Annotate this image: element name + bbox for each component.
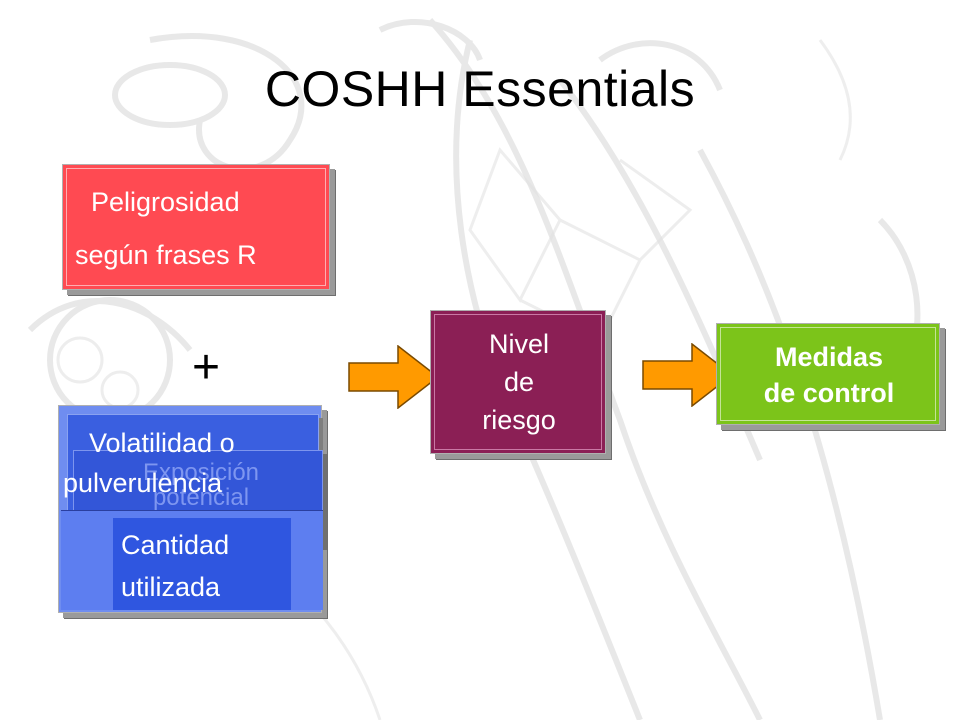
hazard-box-border: [66, 168, 326, 286]
control-label-line2: de control: [763, 378, 895, 408]
quantity-panel-inner: [113, 518, 291, 610]
risk-box-border: [434, 314, 602, 450]
quantity-label-line2: utilizada: [121, 572, 221, 602]
control-box-border: [720, 327, 936, 421]
arrow-to-control-icon: [642, 343, 734, 407]
control-measures-box: Medidas de control: [716, 323, 940, 425]
risk-label-line3: riesgo: [482, 405, 556, 435]
exposure-hidden-line2: potencial: [152, 484, 250, 512]
hazard-box: Peligrosidad según frases R: [62, 164, 330, 290]
quantity-label-line1: Cantidad: [121, 530, 230, 560]
exposure-hidden-label: Exposición potencial: [111, 459, 291, 512]
page-title: COSHH Essentials: [264, 61, 696, 117]
hazard-label-line1: Peligrosidad: [91, 187, 240, 217]
risk-label-line1: Nivel: [488, 329, 549, 359]
exposure-hidden-line1: Exposición: [142, 459, 260, 486]
risk-label-line2: de: [503, 367, 535, 397]
volatility-label-line1: Volatilidad o: [89, 428, 235, 458]
exposure-box: Exposición potencial Volatilidad o pulve…: [58, 405, 323, 613]
plus-sign: +: [192, 341, 221, 394]
volatility-label-line2: pulverulencia: [63, 468, 223, 498]
arrow-to-risk-icon: [348, 345, 440, 409]
hazard-label-line2: según frases R: [75, 240, 257, 270]
risk-level-box: Nivel de riesgo: [430, 310, 606, 454]
control-label-line1: Medidas: [774, 342, 884, 372]
